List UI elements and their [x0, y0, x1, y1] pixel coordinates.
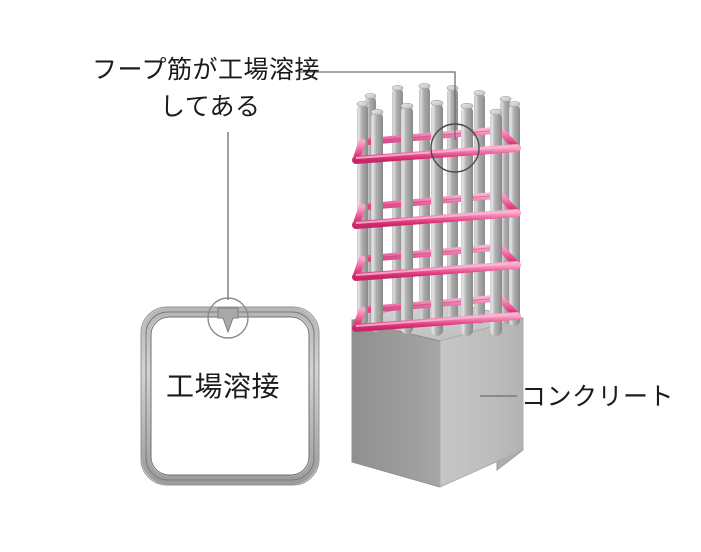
label-hoop-factory-welded-line2: してある — [160, 94, 261, 121]
weld-marker-detail-box — [207, 297, 249, 339]
label-hoop-factory-welded-line1: フープ筋が工場溶接 — [92, 57, 321, 84]
weld-callout-circle-cage — [430, 123, 480, 173]
label-concrete: コンクリート — [521, 384, 675, 411]
label-factory-welding: 工場溶接 — [166, 372, 281, 403]
hoop-bars-front-segments — [352, 144, 521, 332]
leader-line-hoop-weld — [300, 71, 456, 140]
